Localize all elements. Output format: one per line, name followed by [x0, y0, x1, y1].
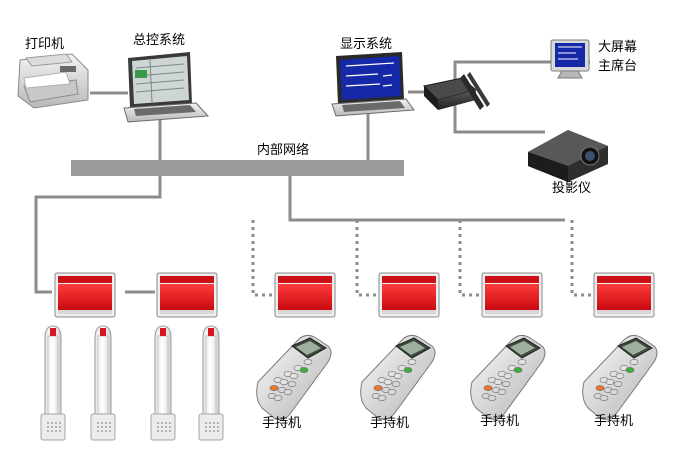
handheld-terminal-icon	[470, 334, 546, 420]
printer-label: 打印机	[25, 37, 65, 52]
handheld-label: 手持机	[262, 416, 302, 431]
chairman-desk-label: 主席台	[598, 59, 638, 74]
set-top-box-icon	[422, 72, 490, 110]
handheld-terminal-icon	[256, 334, 332, 420]
monitor-icon	[550, 39, 590, 79]
link-network-to-handheld-group	[288, 176, 565, 222]
gate-controller-icon	[274, 272, 336, 318]
wireless-link-2	[355, 220, 377, 297]
security-gate-icon	[40, 325, 66, 441]
display-system-label: 显示系统	[340, 37, 393, 52]
link-network-to-gate-group	[34, 176, 162, 294]
link-box-to-projector	[453, 100, 545, 134]
gate-controller-icon	[378, 272, 440, 318]
control-system-label: 总控系统	[133, 33, 186, 48]
projector-icon	[528, 130, 608, 182]
laptop-icon	[331, 52, 415, 117]
handheld-label: 手持机	[480, 414, 520, 429]
wireless-link-1	[251, 220, 273, 297]
handheld-terminal-icon	[582, 334, 658, 420]
gate-controller-icon	[156, 272, 218, 318]
gate-controller-icon	[481, 272, 543, 318]
security-gate-icon	[150, 325, 176, 441]
network-links	[34, 60, 590, 294]
big-screen-label: 大屏幕	[598, 40, 638, 55]
internal-network-label: 内部网络	[257, 143, 310, 158]
internal-network-bar	[71, 160, 404, 176]
security-gate-icon	[198, 325, 224, 441]
gate-controller-icon	[593, 272, 655, 318]
handheld-label: 手持机	[594, 414, 634, 429]
wireless-link-3	[458, 220, 480, 297]
handheld-terminal-icon	[360, 334, 436, 420]
handheld-label: 手持机	[370, 416, 410, 431]
gate-controller-icon	[54, 272, 116, 318]
laptop-icon	[123, 52, 210, 123]
wireless-link-4	[570, 220, 592, 297]
projector-label: 投影仪	[552, 181, 592, 196]
security-gate-icon	[90, 325, 116, 441]
printer-icon	[17, 53, 89, 109]
